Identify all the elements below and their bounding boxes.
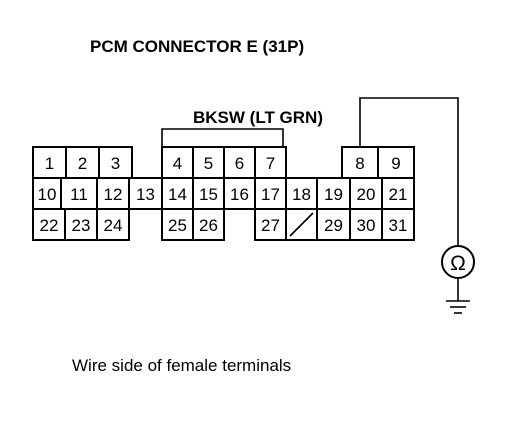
pin-label-13: 13 <box>136 185 155 204</box>
pin-label-26: 26 <box>199 216 218 235</box>
pin-label-1: 1 <box>45 154 54 173</box>
pin-cell-15 <box>192 177 225 210</box>
pin-label-21: 21 <box>389 185 408 204</box>
ohm-symbol: Ω <box>450 252 466 275</box>
pin-label-8: 8 <box>355 154 364 173</box>
diagram-caption: Wire side of female terminals <box>72 356 291 375</box>
pin-label-3: 3 <box>111 154 120 173</box>
pin-label-17: 17 <box>261 185 280 204</box>
pin-label-24: 24 <box>104 216 123 235</box>
pin-label-10: 10 <box>38 185 57 204</box>
pin-label-11: 11 <box>70 185 88 204</box>
pin-label-25: 25 <box>168 216 187 235</box>
pin-label-4: 4 <box>173 154 182 173</box>
pin-label-20: 20 <box>357 185 376 204</box>
pin-label-18: 18 <box>292 185 311 204</box>
pin-label-9: 9 <box>391 154 400 173</box>
diagram-title: PCM CONNECTOR E (31P) <box>90 37 304 56</box>
ground-icon <box>446 278 470 314</box>
pin-cell-31 <box>381 208 415 241</box>
pin-cell-30 <box>349 208 383 241</box>
pin-cell-23 <box>64 208 98 241</box>
ohmmeter-icon: Ω <box>441 245 475 279</box>
pin-label-16: 16 <box>230 185 249 204</box>
unused-pin-slash <box>289 212 314 237</box>
pin-label-6: 6 <box>235 154 244 173</box>
pin-cell-24 <box>96 208 130 241</box>
pin-cell-16 <box>223 177 256 210</box>
pin-cell-7 <box>254 146 287 179</box>
pin-label-27: 27 <box>261 216 280 235</box>
pin-label-7: 7 <box>266 154 275 173</box>
pin-label-2: 2 <box>78 154 87 173</box>
jumper-wire-4-7 <box>161 128 284 147</box>
pin-cell-14 <box>161 177 194 210</box>
pin-label-12: 12 <box>104 185 123 204</box>
pin-label-14: 14 <box>168 185 187 204</box>
test-lead-pin8 <box>359 97 459 246</box>
pin-label-22: 22 <box>40 216 59 235</box>
pin-cell-9 <box>377 146 415 179</box>
pin-label-30: 30 <box>357 216 376 235</box>
pin-cell-26 <box>192 208 225 241</box>
pin-cell-11 <box>60 177 98 210</box>
signal-label: BKSW (LT GRN) <box>193 108 323 127</box>
pin-label-29: 29 <box>324 216 343 235</box>
pin-label-19: 19 <box>324 185 343 204</box>
pin-label-15: 15 <box>199 185 218 204</box>
pin-label-23: 23 <box>72 216 91 235</box>
pin-label-5: 5 <box>204 154 213 173</box>
pin-label-31: 31 <box>389 216 408 235</box>
